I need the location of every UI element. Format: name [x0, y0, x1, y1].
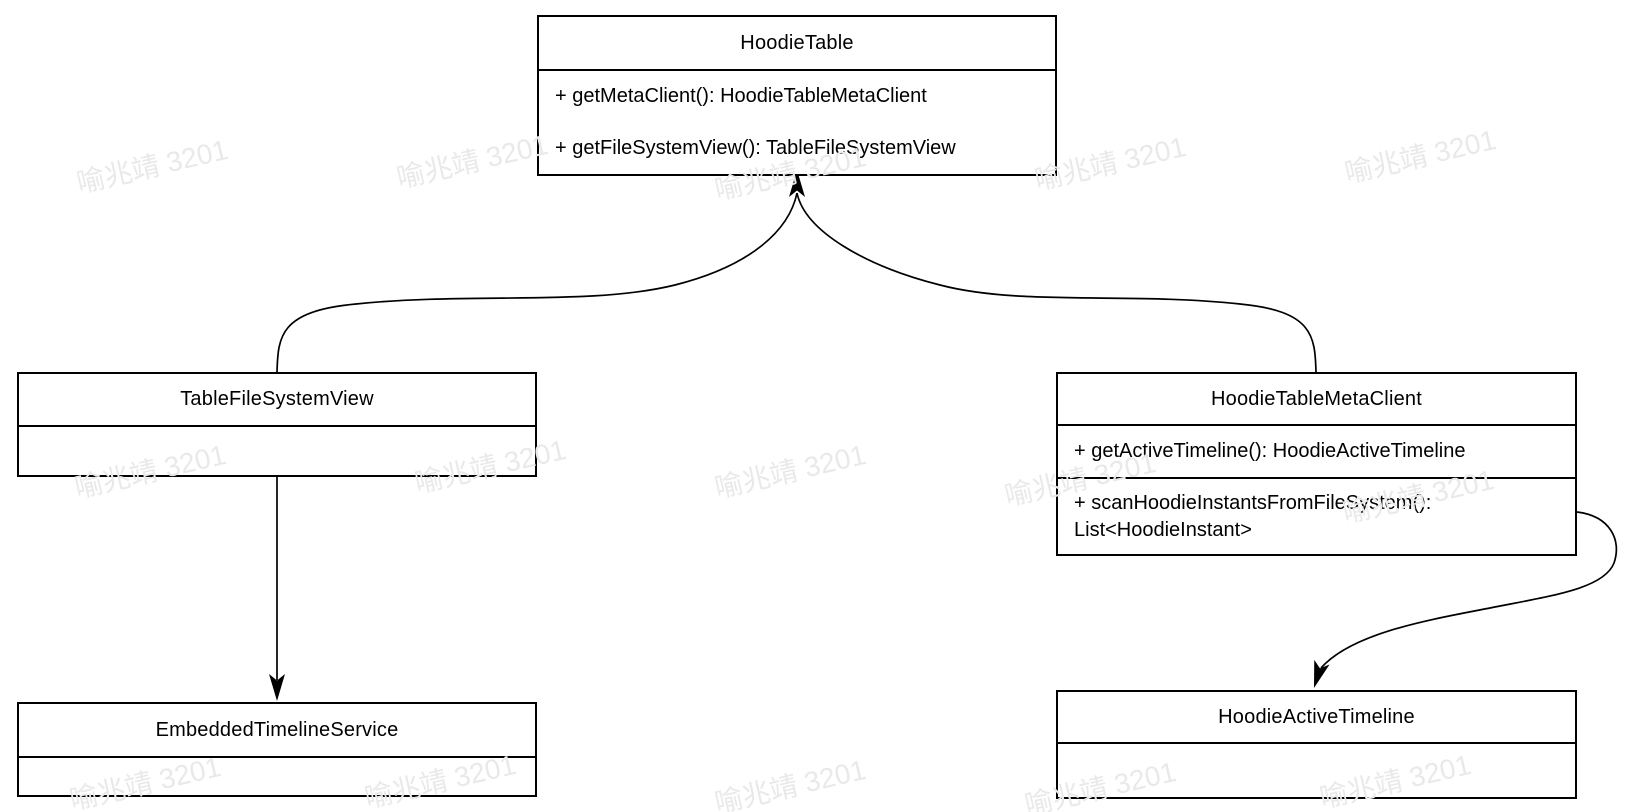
class-method: + scanHoodieInstantsFromFileSystem(): Li… — [1074, 491, 1432, 541]
class-compartment-hoodie-table-meta-client-1: + scanHoodieInstantsFromFileSystem(): Li… — [1058, 477, 1575, 554]
watermark-text: 喻兆靖 3201 — [1341, 124, 1499, 189]
class-method: + getActiveTimeline(): HoodieActiveTimel… — [1074, 440, 1466, 462]
class-box-table-file-system-view: TableFileSystemView — [17, 372, 537, 477]
class-box-embedded-timeline-service: EmbeddedTimelineService — [17, 702, 537, 797]
class-box-hoodie-active-timeline: HoodieActiveTimeline — [1056, 690, 1577, 799]
watermark-text: 喻兆靖 3201 — [73, 134, 231, 199]
class-compartment-hoodie-table-meta-client-0: + getActiveTimeline(): HoodieActiveTimel… — [1058, 424, 1575, 477]
class-compartment-hoodie-active-timeline-0 — [1058, 742, 1575, 797]
class-title-hoodie-table-meta-client: HoodieTableMetaClient — [1211, 387, 1422, 410]
connector-hoodietablemetaclient-to-hoodietable — [796, 192, 1317, 373]
class-method: + getFileSystemView(): TableFileSystemVi… — [555, 136, 956, 159]
class-compartment-table-file-system-view-0 — [19, 425, 535, 475]
connector-tablefilesystemview-to-hoodietable — [276, 192, 798, 373]
class-compartment-hoodie-table-0: + getMetaClient(): HoodieTableMetaClient… — [539, 69, 1055, 174]
watermark-text: 喻兆靖 3201 — [393, 129, 551, 194]
class-box-hoodie-table: HoodieTable + getMetaClient(): HoodieTabl… — [537, 15, 1057, 176]
arrowhead-into-hoodieactivetimeline — [1314, 659, 1330, 688]
class-compartment-embedded-timeline-service-0 — [19, 756, 535, 795]
class-title-hoodie-table: HoodieTable — [740, 31, 854, 54]
class-title-embedded-timeline-service: EmbeddedTimelineService — [155, 718, 399, 741]
class-box-hoodie-table-meta-client: HoodieTableMetaClient + getActiveTimeline… — [1056, 372, 1577, 556]
class-title-table-file-system-view: TableFileSystemView — [180, 388, 374, 410]
arrowhead-into-embeddedtimelineservice — [269, 674, 285, 701]
watermark-text: 喻兆靖 3201 — [711, 439, 869, 504]
class-method: + getMetaClient(): HoodieTableMetaClient — [555, 85, 927, 108]
watermark-text: 喻兆靖 3201 — [711, 754, 869, 812]
class-title-hoodie-active-timeline: HoodieActiveTimeline — [1218, 705, 1415, 728]
